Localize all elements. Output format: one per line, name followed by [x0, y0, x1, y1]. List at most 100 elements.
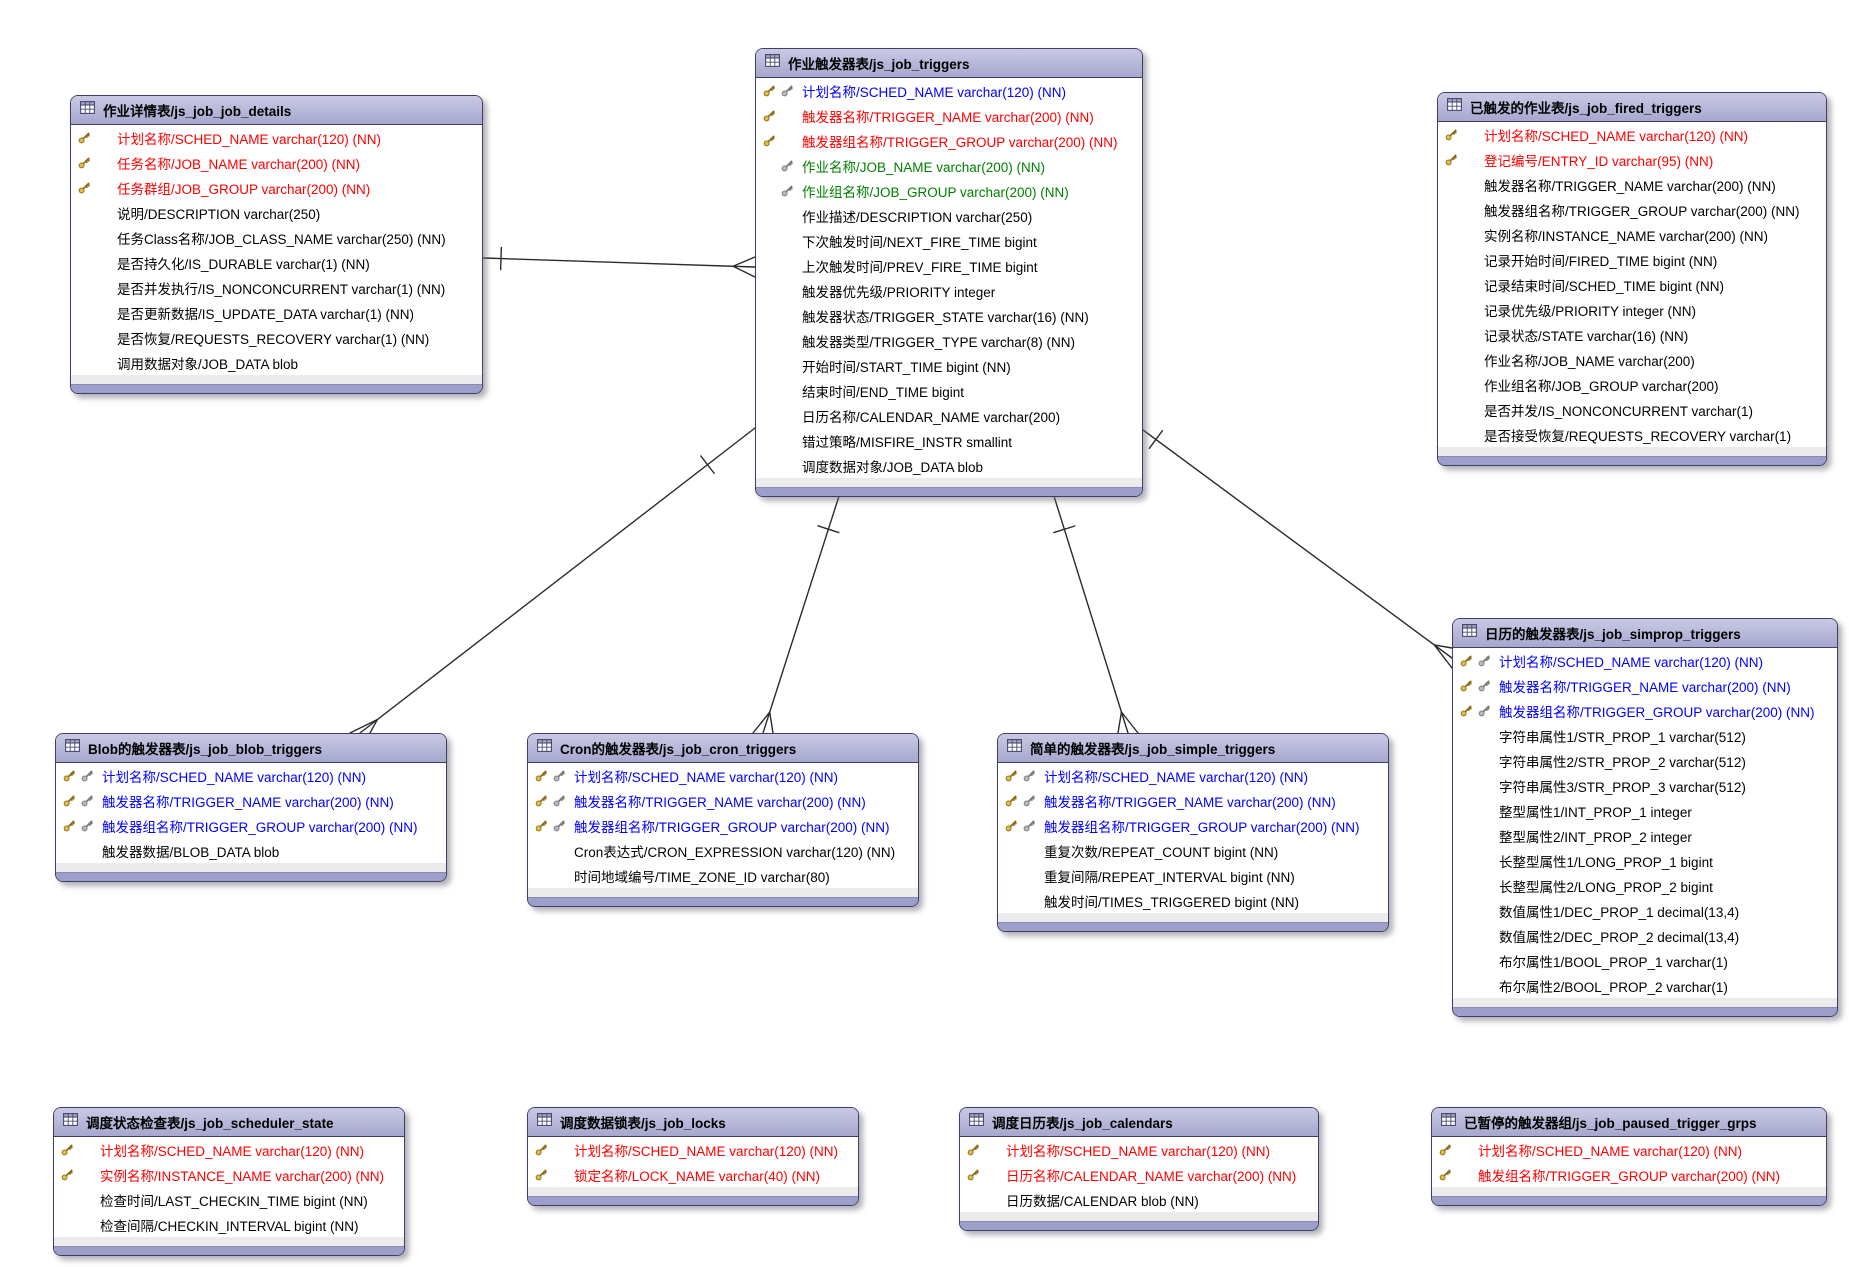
column-row-START_TIME[interactable]: 开始时间/START_TIME bigint (NN): [756, 353, 1142, 378]
column-row-JOB_CLASS_NAME[interactable]: 任务Class名称/JOB_CLASS_NAME varchar(250) (N…: [71, 225, 482, 250]
column-row-INSTANCE_NAME[interactable]: 实例名称/INSTANCE_NAME varchar(200) (NN): [1438, 222, 1826, 247]
column-row-SCHED_NAME[interactable]: 计划名称/SCHED_NAME varchar(120) (NN): [54, 1137, 404, 1162]
column-row-SCHED_TIME[interactable]: 记录结束时间/SCHED_TIME bigint (NN): [1438, 272, 1826, 297]
column-row-BOOL_PROP_1[interactable]: 布尔属性1/BOOL_PROP_1 varchar(1): [1453, 948, 1837, 973]
column-row-IS_UPDATE_DATA[interactable]: 是否更新数据/IS_UPDATE_DATA varchar(1) (NN): [71, 300, 482, 325]
column-row-SCHED_NAME[interactable]: 计划名称/SCHED_NAME varchar(120) (NN): [960, 1137, 1318, 1162]
column-row-CALENDAR_NAME[interactable]: 日历名称/CALENDAR_NAME varchar(200): [756, 403, 1142, 428]
table-header[interactable]: 已触发的作业表/js_job_fired_triggers: [1438, 93, 1826, 122]
column-row-TRIGGER_GROUP[interactable]: 触发器组名称/TRIGGER_GROUP varchar(200) (NN): [528, 813, 918, 838]
column-row-DEC_PROP_1[interactable]: 数值属性1/DEC_PROP_1 decimal(13,4): [1453, 898, 1837, 923]
column-row-IS_DURABLE[interactable]: 是否持久化/IS_DURABLE varchar(1) (NN): [71, 250, 482, 275]
column-row-TRIGGER_TYPE[interactable]: 触发器类型/TRIGGER_TYPE varchar(8) (NN): [756, 328, 1142, 353]
column-row-PRIORITY[interactable]: 触发器优先级/PRIORITY integer: [756, 278, 1142, 303]
table-header[interactable]: 已暂停的触发器组/js_job_paused_trigger_grps: [1432, 1108, 1826, 1137]
column-row-REQUESTS_RECOVERY[interactable]: 是否恢复/REQUESTS_RECOVERY varchar(1) (NN): [71, 325, 482, 350]
column-row-INSTANCE_NAME[interactable]: 实例名称/INSTANCE_NAME varchar(200) (NN): [54, 1162, 404, 1187]
column-row-JOB_DATA[interactable]: 调度数据对象/JOB_DATA blob: [756, 453, 1142, 478]
table-header[interactable]: Cron的触发器表/js_job_cron_triggers: [528, 734, 918, 763]
column-row-MISFIRE_INSTR[interactable]: 错过策略/MISFIRE_INSTR smallint: [756, 428, 1142, 453]
table-header[interactable]: 调度状态检查表/js_job_scheduler_state: [54, 1108, 404, 1137]
column-row-STR_PROP_2[interactable]: 字符串属性2/STR_PROP_2 varchar(512): [1453, 748, 1837, 773]
column-row-SCHED_NAME[interactable]: 计划名称/SCHED_NAME varchar(120) (NN): [528, 763, 918, 788]
column-row-REPEAT_INTERVAL[interactable]: 重复间隔/REPEAT_INTERVAL bigint (NN): [998, 863, 1388, 888]
column-row-TIMES_TRIGGERED[interactable]: 触发时间/TIMES_TRIGGERED bigint (NN): [998, 888, 1388, 913]
column-row-PREV_FIRE_TIME[interactable]: 上次触发时间/PREV_FIRE_TIME bigint: [756, 253, 1142, 278]
column-row-CRON_EXPRESSION[interactable]: Cron表达式/CRON_EXPRESSION varchar(120) (NN…: [528, 838, 918, 863]
relationship-js_job_triggers-to-js_job_simprop_triggers[interactable]: [1142, 429, 1453, 669]
column-row-LAST_CHECKIN_TIME[interactable]: 检查时间/LAST_CHECKIN_TIME bigint (NN): [54, 1187, 404, 1212]
column-row-JOB_GROUP[interactable]: 作业组名称/JOB_GROUP varchar(200) (NN): [756, 178, 1142, 203]
column-row-JOB_NAME[interactable]: 作业名称/JOB_NAME varchar(200): [1438, 347, 1826, 372]
column-row-REQUESTS_RECOVERY[interactable]: 是否接受恢复/REQUESTS_RECOVERY varchar(1): [1438, 422, 1826, 447]
relationship-js_job_triggers-to-js_job_simple_triggers[interactable]: [1052, 492, 1139, 734]
column-row-JOB_GROUP[interactable]: 任务群组/JOB_GROUP varchar(200) (NN): [71, 175, 482, 200]
table-header[interactable]: 简单的触发器表/js_job_simple_triggers: [998, 734, 1388, 763]
column-row-END_TIME[interactable]: 结束时间/END_TIME bigint: [756, 378, 1142, 403]
column-row-CHECKIN_INTERVAL[interactable]: 检查间隔/CHECKIN_INTERVAL bigint (NN): [54, 1212, 404, 1237]
column-row-JOB_DATA[interactable]: 调用数据对象/JOB_DATA blob: [71, 350, 482, 375]
column-row-SCHED_NAME[interactable]: 计划名称/SCHED_NAME varchar(120) (NN): [1453, 648, 1837, 673]
column-row-FIRED_TIME[interactable]: 记录开始时间/FIRED_TIME bigint (NN): [1438, 247, 1826, 272]
column-row-NEXT_FIRE_TIME[interactable]: 下次触发时间/NEXT_FIRE_TIME bigint: [756, 228, 1142, 253]
column-row-SCHED_NAME[interactable]: 计划名称/SCHED_NAME varchar(120) (NN): [756, 78, 1142, 103]
column-row-TRIGGER_GROUP[interactable]: 触发器组名称/TRIGGER_GROUP varchar(200) (NN): [1438, 197, 1826, 222]
column-row-TRIGGER_GROUP[interactable]: 触发器组名称/TRIGGER_GROUP varchar(200) (NN): [56, 813, 446, 838]
column-row-INT_PROP_2[interactable]: 整型属性2/INT_PROP_2 integer: [1453, 823, 1837, 848]
column-row-LONG_PROP_1[interactable]: 长整型属性1/LONG_PROP_1 bigint: [1453, 848, 1837, 873]
table-header[interactable]: 调度数据锁表/js_job_locks: [528, 1108, 858, 1137]
column-row-STR_PROP_3[interactable]: 字符串属性3/STR_PROP_3 varchar(512): [1453, 773, 1837, 798]
column-row-IS_NONCONCURRENT[interactable]: 是否并发执行/IS_NONCONCURRENT varchar(1) (NN): [71, 275, 482, 300]
table-header[interactable]: 作业触发器表/js_job_triggers: [756, 49, 1142, 78]
table-header[interactable]: Blob的触发器表/js_job_blob_triggers: [56, 734, 446, 763]
column-row-REPEAT_COUNT[interactable]: 重复次数/REPEAT_COUNT bigint (NN): [998, 838, 1388, 863]
column-row-TRIGGER_GROUP[interactable]: 触发器组名称/TRIGGER_GROUP varchar(200) (NN): [1453, 698, 1837, 723]
column-row-SCHED_NAME[interactable]: 计划名称/SCHED_NAME varchar(120) (NN): [998, 763, 1388, 788]
column-row-BOOL_PROP_2[interactable]: 布尔属性2/BOOL_PROP_2 varchar(1): [1453, 973, 1837, 998]
column-row-SCHED_NAME[interactable]: 计划名称/SCHED_NAME varchar(120) (NN): [71, 125, 482, 150]
column-row-TRIGGER_NAME[interactable]: 触发器名称/TRIGGER_NAME varchar(200) (NN): [1453, 673, 1837, 698]
relationship-js_job_triggers-to-js_job_blob_triggers[interactable]: [349, 427, 756, 734]
column-row-TRIGGER_NAME[interactable]: 触发器名称/TRIGGER_NAME varchar(200) (NN): [1438, 172, 1826, 197]
column-row-DESCRIPTION[interactable]: 作业描述/DESCRIPTION varchar(250): [756, 203, 1142, 228]
relationship-js_job_job_details-to-js_job_triggers[interactable]: [482, 246, 756, 278]
column-row-IS_NONCONCURRENT[interactable]: 是否并发/IS_NONCONCURRENT varchar(1): [1438, 397, 1826, 422]
column-row-SCHED_NAME[interactable]: 计划名称/SCHED_NAME varchar(120) (NN): [1432, 1137, 1826, 1162]
column-row-ENTRY_ID[interactable]: 登记编号/ENTRY_ID varchar(95) (NN): [1438, 147, 1826, 172]
column-row-TRIGGER_NAME[interactable]: 触发器名称/TRIGGER_NAME varchar(200) (NN): [528, 788, 918, 813]
column-row-BLOB_DATA[interactable]: 触发器数据/BLOB_DATA blob: [56, 838, 446, 863]
column-row-TIME_ZONE_ID[interactable]: 时间地域编号/TIME_ZONE_ID varchar(80): [528, 863, 918, 888]
column-row-JOB_NAME[interactable]: 任务名称/JOB_NAME varchar(200) (NN): [71, 150, 482, 175]
column-row-JOB_GROUP[interactable]: 作业组名称/JOB_GROUP varchar(200): [1438, 372, 1826, 397]
column-row-DESCRIPTION[interactable]: 说明/DESCRIPTION varchar(250): [71, 200, 482, 225]
column-row-STATE[interactable]: 记录状态/STATE varchar(16) (NN): [1438, 322, 1826, 347]
column-row-CALENDAR[interactable]: 日历数据/CALENDAR blob (NN): [960, 1187, 1318, 1212]
table-header[interactable]: 作业详情表/js_job_job_details: [71, 96, 482, 125]
relationship-js_job_triggers-to-js_job_cron_triggers[interactable]: [752, 492, 841, 734]
table-header[interactable]: 调度日历表/js_job_calendars: [960, 1108, 1318, 1137]
column-row-LONG_PROP_2[interactable]: 长整型属性2/LONG_PROP_2 bigint: [1453, 873, 1837, 898]
column-row-TRIGGER_GROUP[interactable]: 触发器组名称/TRIGGER_GROUP varchar(200) (NN): [756, 128, 1142, 153]
column-row-DEC_PROP_2[interactable]: 数值属性2/DEC_PROP_2 decimal(13,4): [1453, 923, 1837, 948]
column-row-SCHED_NAME[interactable]: 计划名称/SCHED_NAME varchar(120) (NN): [56, 763, 446, 788]
column-row-INT_PROP_1[interactable]: 整型属性1/INT_PROP_1 integer: [1453, 798, 1837, 823]
column-row-SCHED_NAME[interactable]: 计划名称/SCHED_NAME varchar(120) (NN): [1438, 122, 1826, 147]
table-header[interactable]: 日历的触发器表/js_job_simprop_triggers: [1453, 619, 1837, 648]
column-row-PRIORITY[interactable]: 记录优先级/PRIORITY integer (NN): [1438, 297, 1826, 322]
column-row-SCHED_NAME[interactable]: 计划名称/SCHED_NAME varchar(120) (NN): [528, 1137, 858, 1162]
column-row-TRIGGER_GROUP[interactable]: 触发器组名称/TRIGGER_GROUP varchar(200) (NN): [998, 813, 1388, 838]
column-row-TRIGGER_STATE[interactable]: 触发器状态/TRIGGER_STATE varchar(16) (NN): [756, 303, 1142, 328]
column-row-STR_PROP_1[interactable]: 字符串属性1/STR_PROP_1 varchar(512): [1453, 723, 1837, 748]
column-row-LOCK_NAME[interactable]: 锁定名称/LOCK_NAME varchar(40) (NN): [528, 1162, 858, 1187]
column-row-CALENDAR_NAME[interactable]: 日历名称/CALENDAR_NAME varchar(200) (NN): [960, 1162, 1318, 1187]
